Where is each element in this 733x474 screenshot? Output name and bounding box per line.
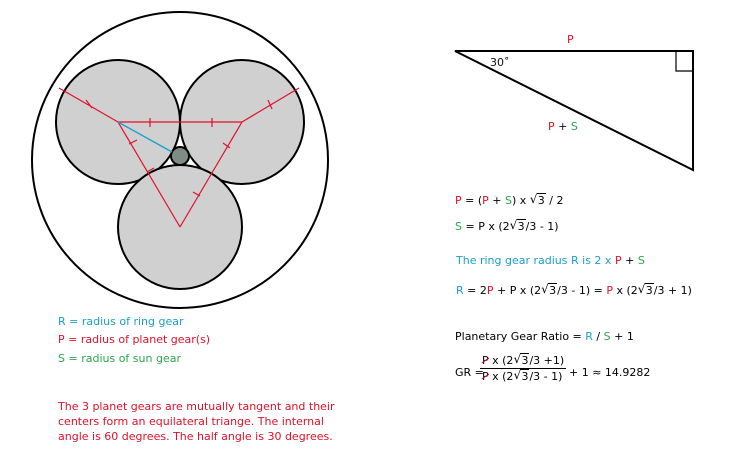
- gear-ratio-definition: Planetary Gear Ratio = R / S + 1: [455, 330, 634, 343]
- right-angle-marker: [675, 51, 693, 72]
- gr-result: + 1 ≈ 14.9282: [569, 366, 651, 379]
- gr-fraction: P x (2√3/3 +1) P x (2√3/3 - 1): [480, 352, 567, 383]
- equation-s: S = P x (2√3/3 - 1): [455, 218, 559, 233]
- legend-planet-radius: P = radius of planet gear(s): [58, 333, 211, 346]
- planet-center-lines: [58, 87, 300, 228]
- legend-ring-radius: R = radius of ring gear: [58, 315, 184, 328]
- equation-p: P = (P + S) x √3 / 2: [455, 192, 564, 207]
- triangle-top-label: P: [567, 33, 574, 46]
- legend-sun-radius: S = radius of sun gear: [58, 352, 181, 365]
- right-triangle: [454, 50, 694, 172]
- triangle-hypotenuse-label: P + S: [548, 120, 578, 133]
- sun-gear: [170, 146, 190, 166]
- gr-label: GR =: [455, 366, 484, 379]
- gr-numerator: P x (2√3/3 +1): [482, 352, 565, 367]
- triangle-angle-label: 30˚: [490, 56, 510, 69]
- explanation-note: The 3 planet gears are mutually tangent …: [58, 400, 335, 443]
- gr-denominator: P x (2√3/3 - 1): [482, 368, 563, 383]
- ring-radius-sentence: The ring gear radius R is 2 x P + S: [456, 254, 645, 267]
- equation-r: R = 2P + P x (2√3/3 - 1) = P x (2√3/3 + …: [456, 282, 692, 297]
- ring-radius-line: [117, 121, 173, 153]
